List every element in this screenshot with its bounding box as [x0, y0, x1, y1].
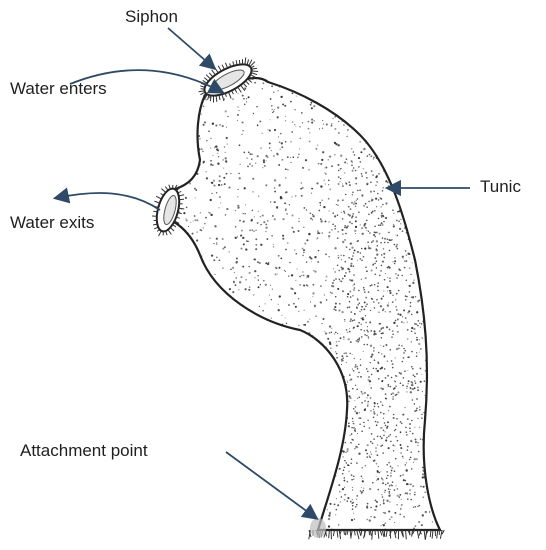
siphon-arrow	[168, 28, 214, 68]
base-fringe	[309, 530, 444, 540]
tunic-label: Tunic	[480, 178, 521, 195]
attachment-point-arrow	[226, 452, 316, 518]
water-exits-arrow	[56, 193, 160, 210]
water-exits-label: Water exits	[10, 214, 94, 231]
water-enters-label: Water enters	[10, 80, 107, 97]
exhalant-siphon	[152, 185, 184, 237]
attachment-blot	[310, 518, 326, 538]
sea-squirt-body-outline	[161, 78, 440, 530]
inhalant-siphon	[199, 57, 259, 102]
attachment-point-label: Attachment point	[20, 442, 148, 459]
siphon-label: Siphon	[125, 8, 178, 25]
